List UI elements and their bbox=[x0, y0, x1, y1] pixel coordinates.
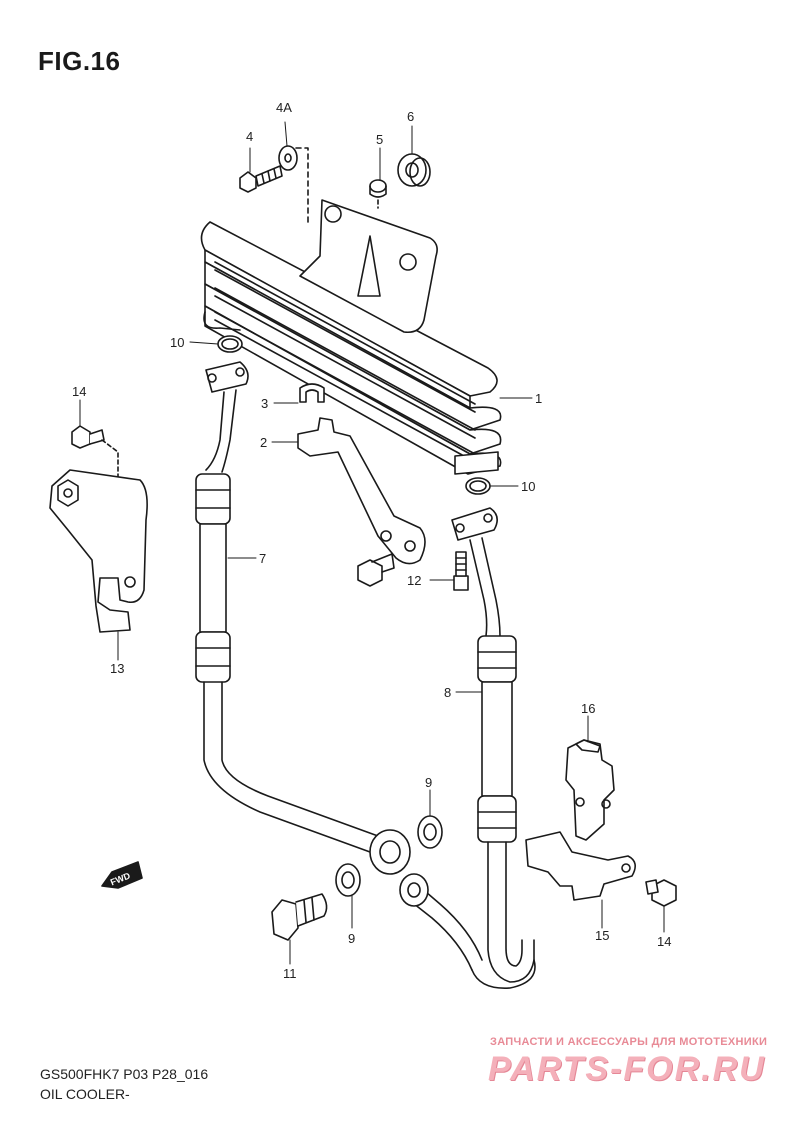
callout-10-upper: 10 bbox=[170, 335, 185, 350]
callout-4a: 4A bbox=[276, 100, 292, 115]
bracket-16 bbox=[565, 739, 615, 841]
leader-lines bbox=[79, 121, 665, 965]
callout-8: 8 bbox=[444, 685, 452, 700]
callout-11: 11 bbox=[283, 966, 297, 981]
callout-12: 12 bbox=[407, 573, 422, 588]
watermark-tagline: ЗАПЧАСТИ И АКСЕССУАРЫ ДЛЯ МОТОТЕХНИКИ bbox=[490, 1036, 768, 1048]
callout-14-left: 14 bbox=[72, 384, 87, 399]
oil-pipe-8 bbox=[399, 507, 536, 989]
o-ring-10-lower bbox=[465, 477, 491, 495]
oil-pipe-7 bbox=[195, 361, 379, 853]
bolt-14-right bbox=[645, 879, 677, 907]
callout-16: 16 bbox=[581, 701, 596, 716]
callout-9-left: 9 bbox=[348, 931, 356, 946]
callout-14-right: 14 bbox=[657, 934, 672, 949]
grommet-6 bbox=[397, 153, 431, 187]
bolt-12b bbox=[453, 551, 469, 591]
callout-13: 13 bbox=[110, 661, 125, 676]
bracket-2 bbox=[297, 417, 426, 565]
model-code: GS500FHK7 P03 P28_016 bbox=[40, 1066, 209, 1082]
callout-2: 2 bbox=[260, 435, 268, 450]
o-ring-10-upper bbox=[217, 335, 243, 353]
bolt-14-left bbox=[71, 425, 105, 449]
callout-5: 5 bbox=[376, 132, 384, 147]
callout-6: 6 bbox=[407, 109, 415, 124]
bracket-13 bbox=[49, 469, 148, 633]
bracket-15 bbox=[525, 831, 636, 901]
banjo-fitting bbox=[369, 829, 411, 875]
callout-9-right: 9 bbox=[425, 775, 433, 790]
watermark-logo: PARTS-FOR.RU bbox=[488, 1050, 766, 1088]
washer-4a bbox=[278, 145, 298, 171]
collar-5 bbox=[369, 179, 387, 198]
gasket-9-right bbox=[417, 815, 443, 849]
clamp-3 bbox=[299, 383, 325, 403]
section-name: OIL COOLER- bbox=[40, 1086, 130, 1102]
oil-cooler-core bbox=[200, 221, 502, 475]
union-bolt-11 bbox=[271, 893, 328, 941]
cooler-bracket bbox=[299, 199, 438, 334]
bolt-4 bbox=[239, 165, 283, 193]
figure-title: FIG.16 bbox=[38, 46, 121, 76]
gasket-9-left bbox=[335, 863, 361, 897]
fwd-arrow-icon bbox=[101, 861, 143, 889]
callout-7: 7 bbox=[259, 551, 267, 566]
callout-1: 1 bbox=[535, 391, 543, 406]
callout-3: 3 bbox=[261, 396, 269, 411]
bolt-12 bbox=[357, 553, 395, 587]
callout-4: 4 bbox=[246, 129, 254, 144]
callout-15: 15 bbox=[595, 928, 610, 943]
callout-10-lower: 10 bbox=[521, 479, 536, 494]
